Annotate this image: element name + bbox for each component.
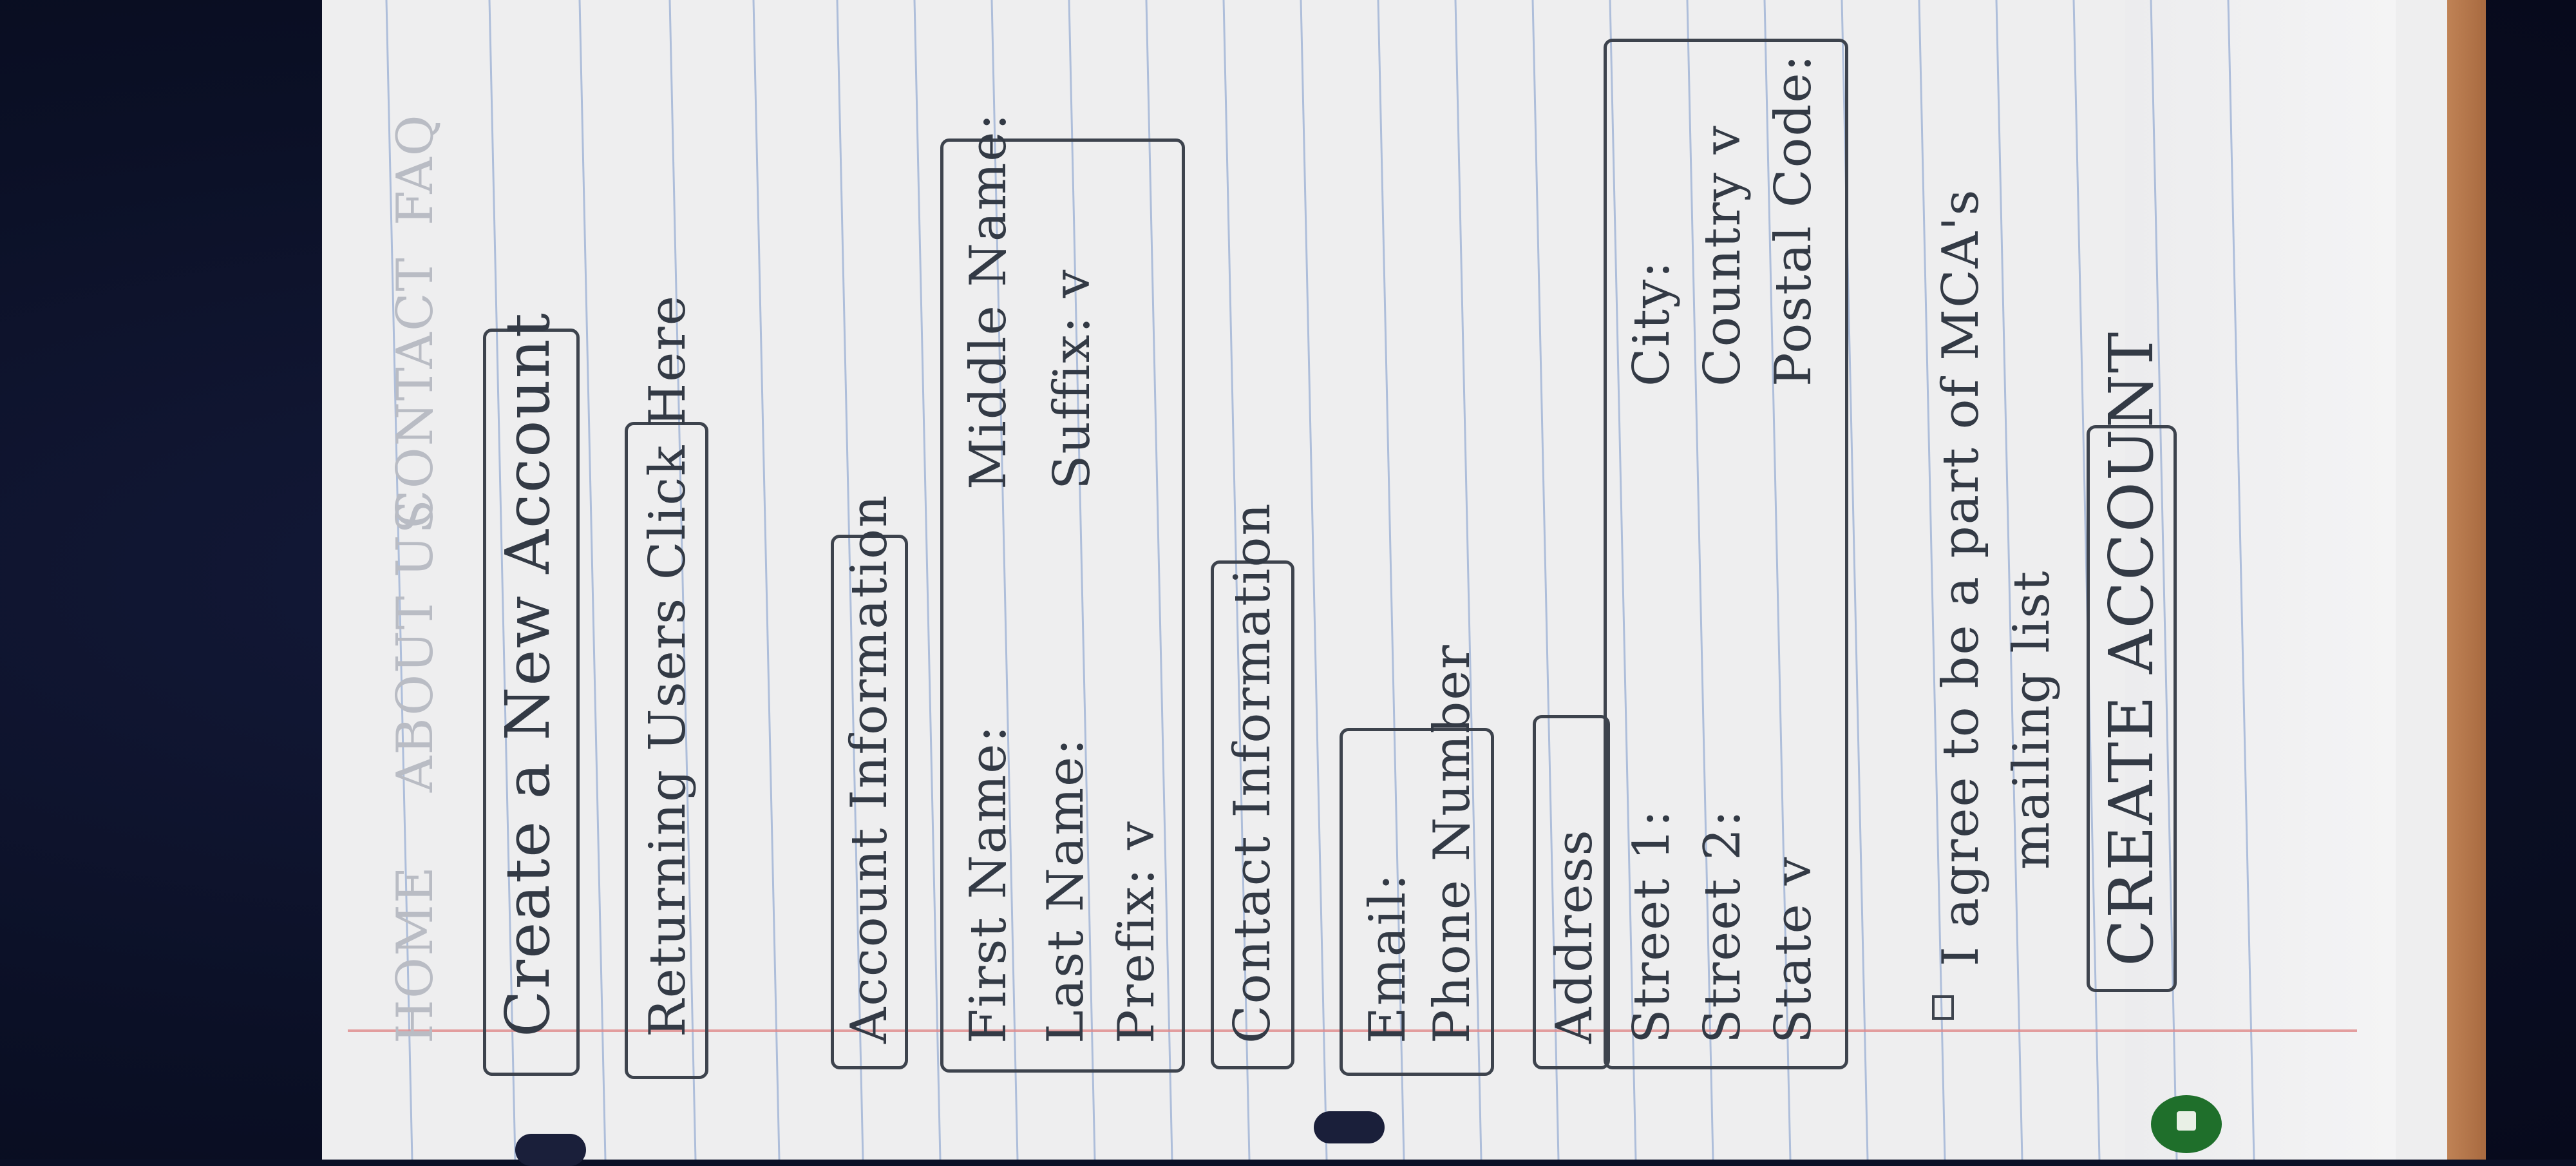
marker-highlight (2177, 1111, 2196, 1131)
create-title-box (483, 329, 580, 1076)
account-fields-box (940, 139, 1185, 1073)
last-name-label: Last Name: (1037, 737, 1095, 1044)
postal-code-label: Postal Code: (1765, 53, 1823, 387)
returning-users-box[interactable] (625, 422, 708, 1079)
account-heading: Account Information (840, 493, 898, 1044)
binder-hole (1314, 1111, 1385, 1143)
prefix-dropdown[interactable]: Prefix: v (1108, 820, 1166, 1044)
account-heading-box (831, 535, 908, 1069)
street1-label: Street 1: (1623, 808, 1681, 1044)
middle-name-label: Middle Name: (960, 112, 1018, 490)
nav-item-contact[interactable]: CONTACT (386, 256, 444, 528)
street2-label: Street 2: (1694, 808, 1752, 1044)
state-dropdown[interactable]: State v (1765, 855, 1823, 1044)
mailing-list-checkbox[interactable] (1932, 995, 1954, 1020)
address-heading: Address (1546, 828, 1604, 1044)
email-label: Email: (1359, 872, 1417, 1044)
phone-number-label: Phone Number (1423, 644, 1481, 1044)
mailing-list-text: mailing list (2003, 569, 2061, 870)
paper-edge (2125, 0, 2396, 1160)
returning-users-link[interactable]: Returning Users Click Here (639, 294, 697, 1037)
mailing-agree-text: I agree to be a part of MCA's (1932, 188, 1990, 966)
contact-heading-box (1211, 560, 1294, 1069)
contact-fields-box (1340, 728, 1494, 1076)
create-account-button[interactable]: CREATE ACCOUNT (2096, 330, 2167, 966)
notebook-paper (322, 0, 2447, 1160)
address-fields-box (1604, 39, 1848, 1069)
create-account-title: Create a New Account (493, 311, 564, 1037)
contact-heading: Contact Information (1224, 502, 1282, 1044)
address-heading-box (1533, 715, 1610, 1069)
first-name-label: First Name: (960, 724, 1018, 1044)
nav-item-about[interactable]: ABOUT US (386, 498, 444, 792)
binder-hole (515, 1134, 586, 1166)
nav-item-home[interactable]: HOME (386, 865, 444, 1044)
nav-item-faq[interactable]: FAQ (386, 113, 444, 225)
city-label: City: (1623, 260, 1681, 387)
country-dropdown[interactable]: Country v (1694, 124, 1752, 387)
suffix-dropdown[interactable]: Suffix: v (1043, 268, 1101, 490)
create-account-button-box[interactable] (2087, 425, 2177, 992)
